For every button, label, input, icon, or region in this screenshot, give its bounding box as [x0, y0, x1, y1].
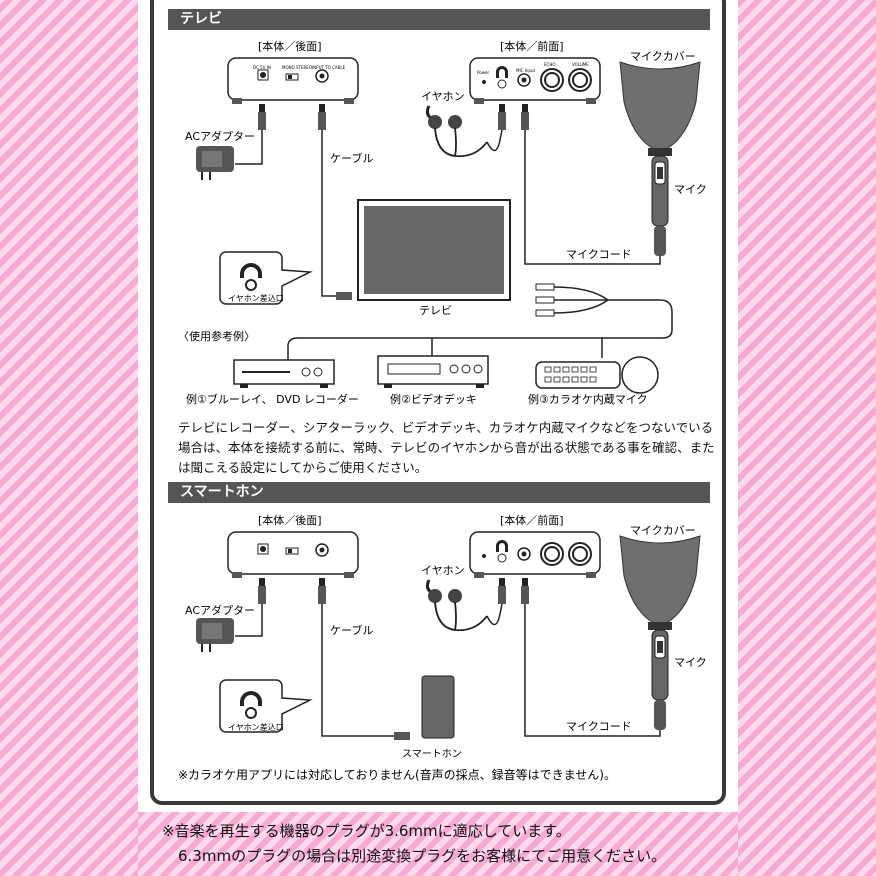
mic-label-tv: マイク	[674, 183, 707, 196]
mic-plug	[521, 104, 529, 130]
mic-cover-label-tv: マイクカバー	[630, 50, 696, 63]
tv-screen	[364, 206, 504, 294]
rear-label-phone: [本体／後面]	[258, 513, 322, 527]
rca-cables	[287, 283, 673, 360]
dc-in-label: DC 5V IN	[253, 65, 271, 70]
mic-label-phone: マイク	[674, 656, 707, 669]
bottom-note-line1: ※音楽を再生する機器のプラグが3.6mmに適応しています。	[162, 822, 571, 840]
section-title-smartphone: スマートホン	[168, 482, 710, 503]
echo-label: ECHO	[544, 62, 555, 67]
section-title-tv: テレビ	[168, 9, 710, 30]
cable-plug	[318, 104, 326, 130]
earphone-plug-2	[498, 578, 506, 604]
cable-label-phone: ケーブル	[330, 623, 373, 637]
mic-cord-label-phone: マイクコード	[566, 720, 632, 733]
cable-plug-2	[318, 578, 326, 604]
earphones	[425, 104, 489, 158]
smartphone-label: スマートホン	[402, 748, 462, 760]
karaoke-mic	[535, 356, 659, 394]
earphones-2	[425, 578, 489, 632]
main-unit-front-2	[469, 531, 601, 579]
mic-input-label: MIC Input	[516, 68, 535, 73]
smartphone-note: ※カラオケ用アプリには対応しておりません(音声の採点、録音等はできません)。	[178, 767, 616, 782]
earphone-label-phone: イヤホン	[421, 564, 465, 577]
volume-label: VOLUME	[572, 62, 589, 67]
microphone-2	[619, 535, 701, 731]
earphone-jack-label-tv: イヤホン差込口	[228, 293, 284, 303]
main-unit-rear-2	[227, 531, 359, 579]
example3-label: 例③カラオケ内蔵マイク	[528, 392, 648, 406]
dc-plug-2	[258, 578, 266, 604]
smartphone-device	[421, 675, 455, 739]
mic-cover-label-phone: マイクカバー	[630, 524, 696, 537]
bottom-note-line2: 6.3mmのプラグの場合は別途変換プラグをお客様にてご用意ください。	[178, 847, 667, 865]
right-stripe-border	[738, 0, 876, 876]
tv-label: テレビ	[419, 304, 452, 317]
bottom-note-area	[138, 812, 738, 876]
example1-label: 例①ブルーレイ、 DVD レコーダー	[186, 392, 359, 406]
mic-cord-label-tv: マイクコード	[566, 248, 632, 261]
cable-label-tv: ケーブル	[330, 151, 373, 165]
tv-instruction-paragraph: テレビにレコーダー、シアターラック、ビデオデッキ、カラオケ内蔵マイクなどをつない…	[178, 420, 715, 475]
video-deck	[377, 355, 489, 388]
bluray-recorder	[233, 359, 335, 388]
dc-plug	[258, 104, 266, 130]
mono-stereo-label: MONO STEREO	[282, 65, 312, 70]
ac-adapter-label-phone: ACアダプター	[185, 603, 255, 617]
ac-adapter-2	[195, 617, 235, 653]
earphone-plug	[498, 104, 506, 130]
input-label: INPUT TO CABLE	[312, 65, 346, 70]
front-label-phone: [本体／前面]	[500, 513, 564, 527]
usage-example-label: 〈使用参考例〉	[178, 329, 255, 343]
ac-adapter	[195, 145, 235, 181]
mic-plug-2	[521, 578, 529, 604]
earphone-label-tv: イヤホン	[421, 90, 465, 103]
left-stripe-border	[0, 0, 138, 876]
front-label-tv: [本体／前面]	[500, 39, 564, 53]
rear-label-tv: [本体／後面]	[258, 39, 322, 53]
instruction-panel	[150, 0, 726, 805]
example2-label: 例②ビデオデッキ	[390, 392, 477, 406]
microphone	[619, 61, 701, 257]
power-label: Power	[477, 70, 489, 75]
ac-adapter-label-tv: ACアダプター	[185, 129, 255, 143]
earphone-jack-label-phone: イヤホン差込口	[228, 722, 284, 732]
